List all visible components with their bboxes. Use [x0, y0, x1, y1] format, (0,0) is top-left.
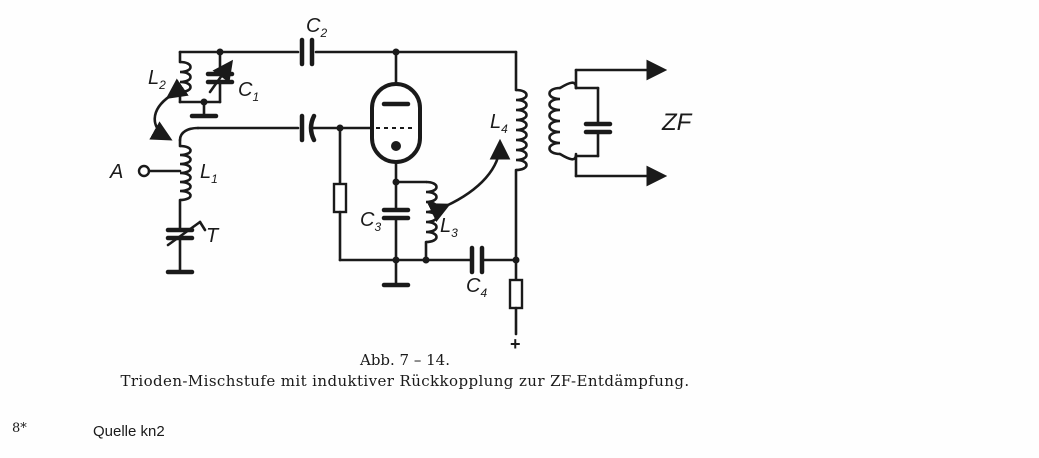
label-zf: ZF — [661, 109, 693, 136]
figure-number: Abb. 7 – 14. — [359, 351, 450, 369]
page-number: 8* — [12, 421, 27, 436]
label-l3: L3 — [440, 215, 458, 240]
label-l4: L4 — [490, 111, 508, 136]
triode-tube — [370, 82, 422, 184]
c4-capacitor — [469, 245, 518, 275]
grid-capacitor — [196, 113, 374, 262]
label-c2: C2 — [306, 15, 327, 40]
label-c1: C1 — [238, 79, 259, 104]
component-labels: C2 L2 C1 A L1 T L4 C3 L3 C4 ZF + — [109, 15, 693, 350]
l1-t-input — [137, 126, 207, 275]
label-a: A — [109, 161, 123, 183]
label-l2: L2 — [148, 67, 166, 92]
l4-anode-coil — [508, 88, 528, 336]
label-l1: L1 — [200, 161, 218, 186]
label-c4: C4 — [466, 275, 487, 300]
triode-mixer-schematic: C2 L2 C1 A L1 T L4 C3 L3 C4 ZF + — [109, 15, 693, 350]
coupling-arrow-l3-l4 — [427, 138, 511, 223]
label-t: T — [206, 225, 220, 247]
coupling-arrow-l2-l1 — [149, 78, 189, 141]
c3-l3-tank — [338, 178, 472, 288]
c2-capacitor — [299, 37, 518, 92]
label-plus: + — [510, 334, 521, 350]
label-c3: C3 — [360, 209, 381, 234]
figure-caption: Trioden-Mischstufe mit induktiver Rückko… — [120, 372, 690, 390]
l2-c1-tank — [178, 48, 300, 119]
zf-output-tank — [548, 59, 668, 187]
source-note: Quelle kn2 — [93, 423, 165, 440]
